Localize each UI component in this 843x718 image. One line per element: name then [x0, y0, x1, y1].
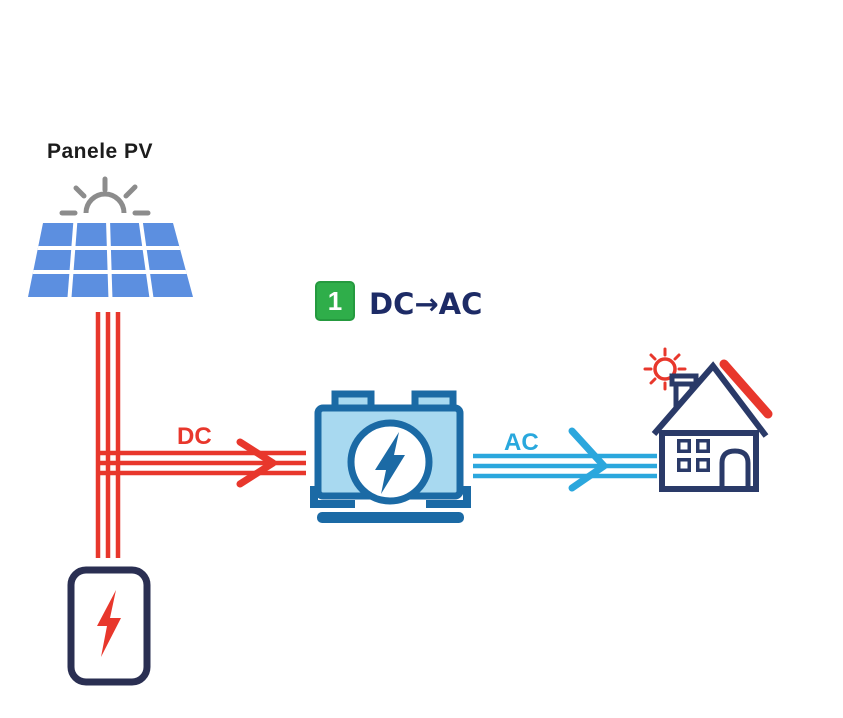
sun-icon	[59, 176, 151, 216]
lightning-bolt-icon	[375, 432, 405, 494]
ac-flow-label: AC	[504, 429, 539, 456]
step-label: DC→AC	[369, 287, 483, 321]
lightning-bolt-icon	[97, 590, 121, 657]
house-icon	[643, 347, 773, 492]
window	[677, 439, 710, 472]
door	[719, 448, 751, 489]
inverter-icon	[310, 390, 471, 523]
arrow-right-icon	[568, 427, 608, 492]
roof-solar-stripe	[719, 359, 773, 419]
battery-icon	[67, 566, 151, 686]
dc-wire	[95, 312, 306, 558]
dc-flow-label: DC	[177, 423, 212, 450]
step-number-badge: 1	[315, 281, 355, 321]
inverter-base	[310, 486, 471, 523]
step-number: 1	[327, 285, 343, 316]
solar-panel-icon	[28, 176, 193, 297]
arrow-right-icon	[236, 438, 277, 488]
pv-panel-label: Panele PV	[47, 140, 154, 163]
ac-wire	[473, 427, 657, 492]
panel-grid	[28, 223, 193, 297]
roof	[651, 361, 769, 438]
